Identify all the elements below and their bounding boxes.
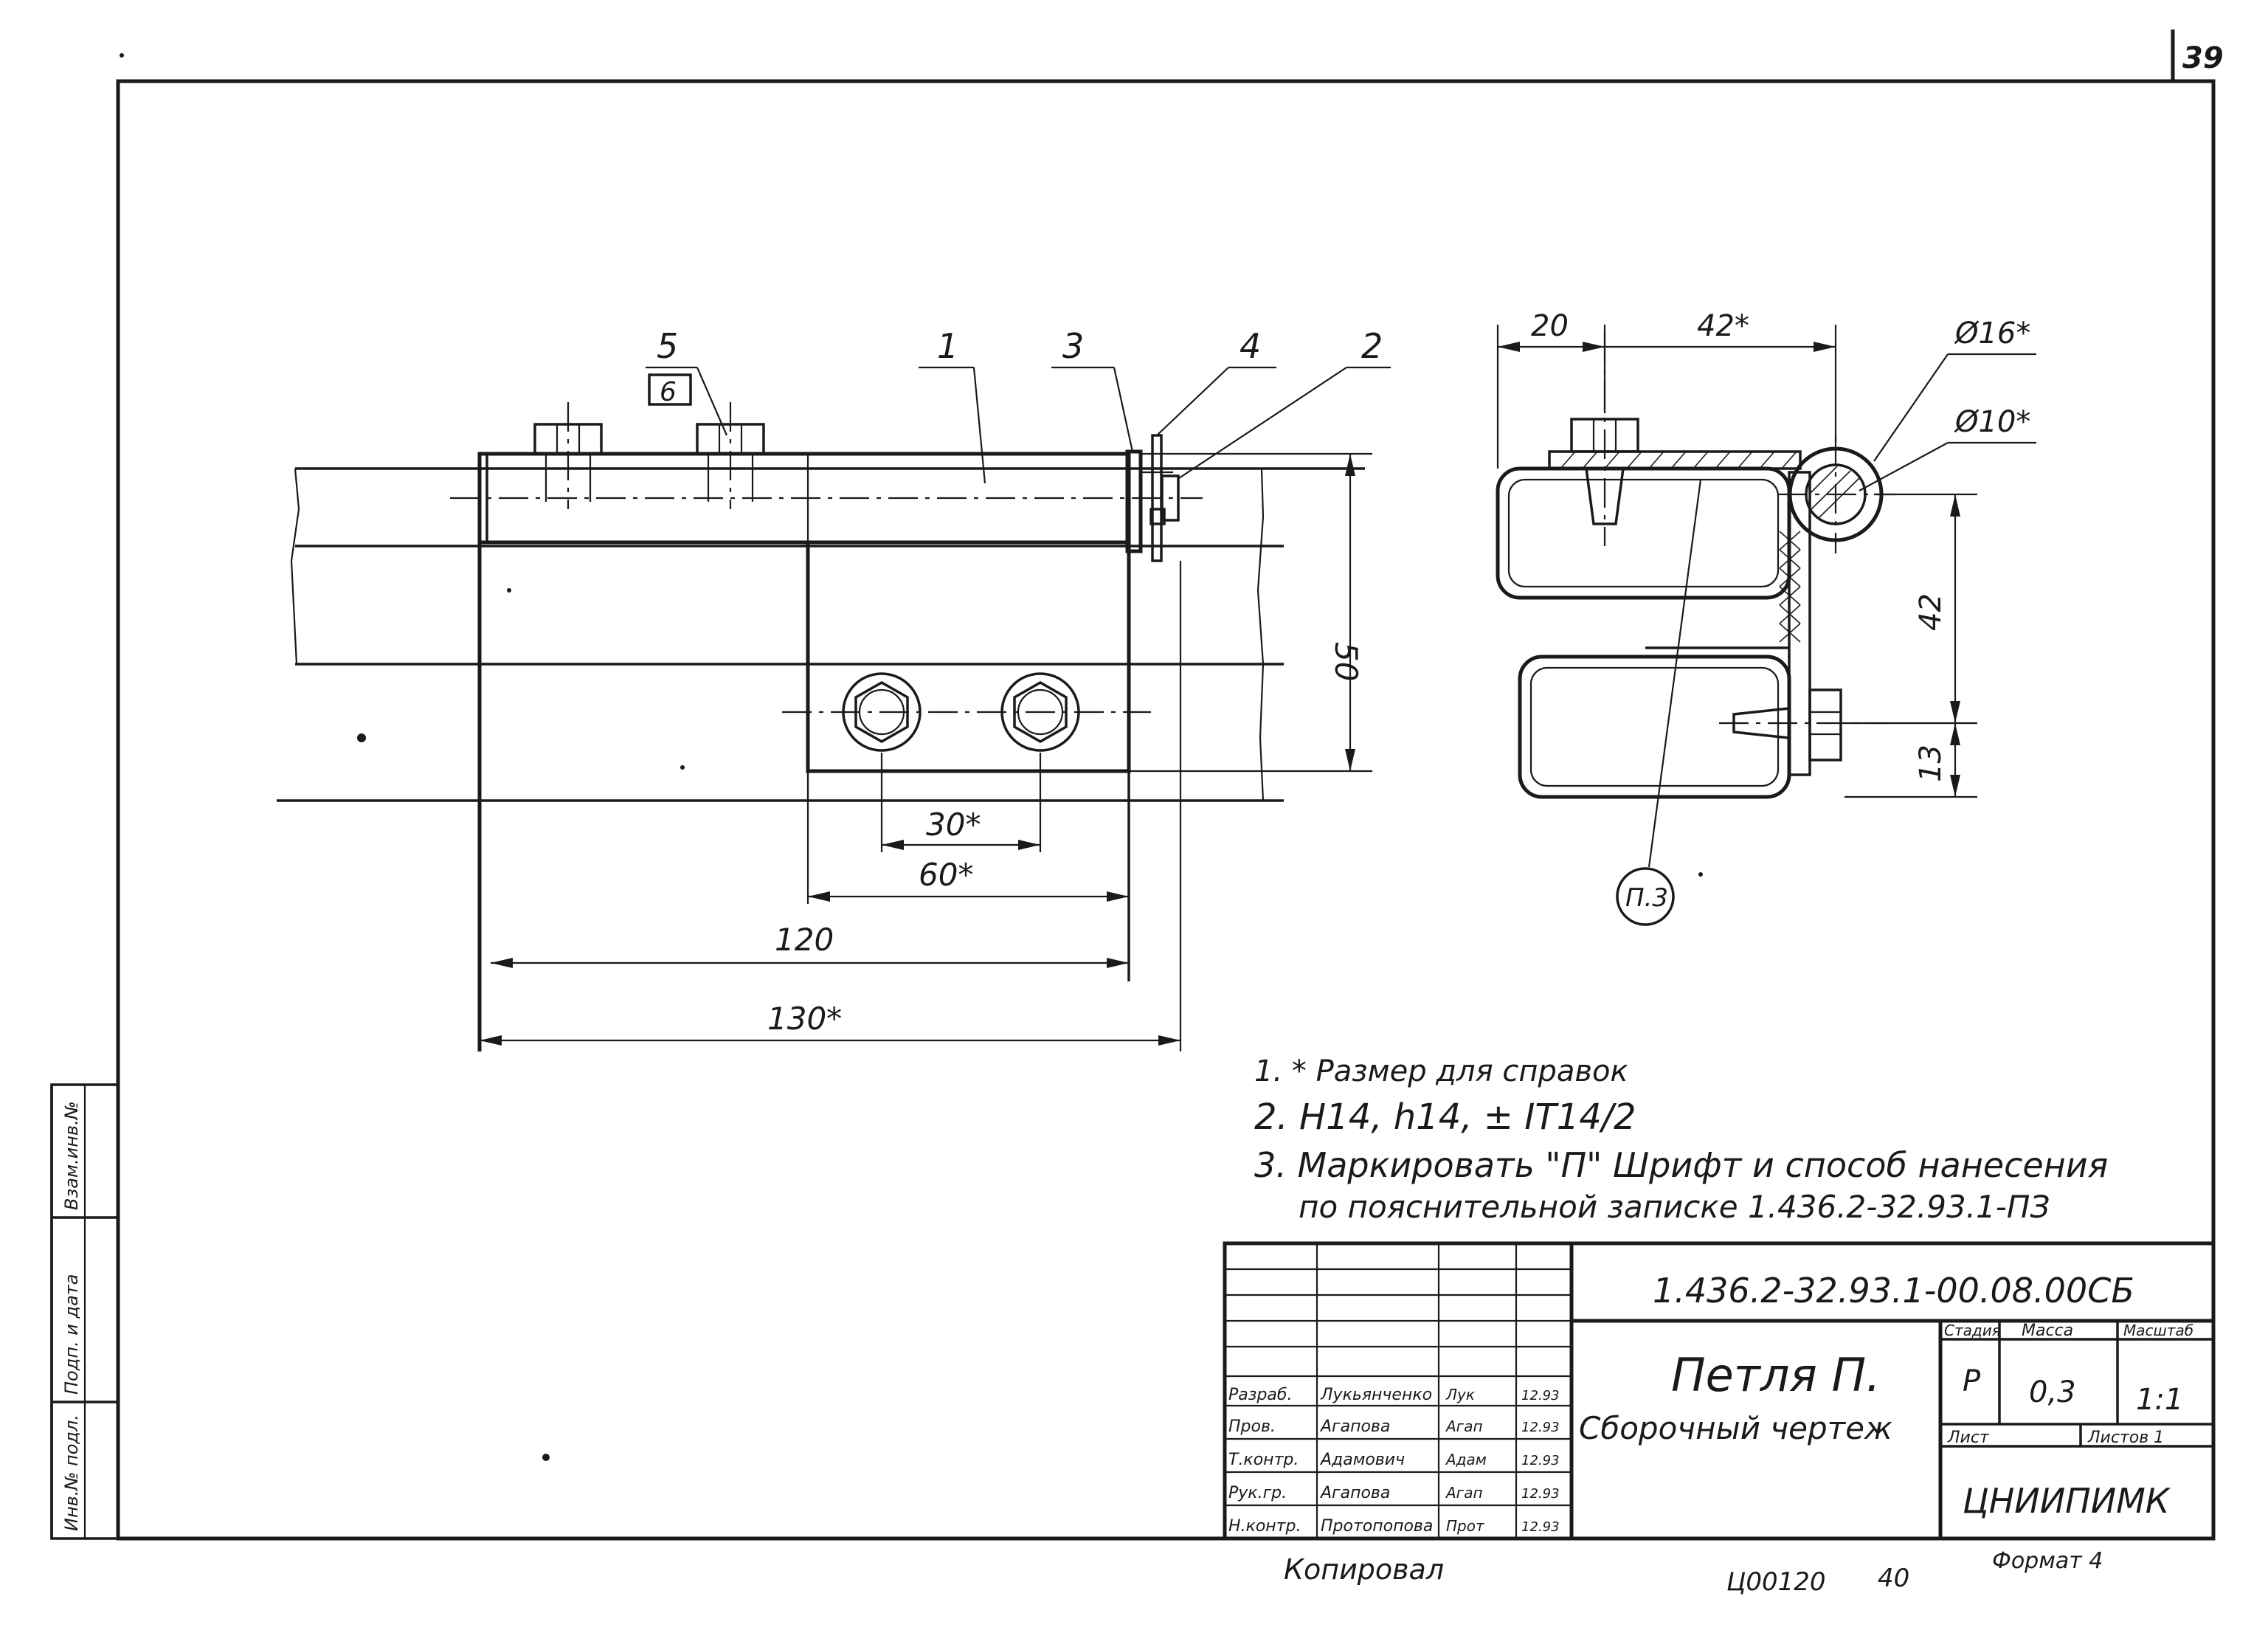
side-view: 20 42* Ø16* Ø10* 42 13 bbox=[1496, 309, 2036, 926]
title-block: Разраб. Лукьянченко Лук 12.93 Пров. Агап… bbox=[1223, 1241, 2216, 1541]
signature-row-4: Рук.гр. Агапова Агап 12.93 bbox=[1228, 1484, 1560, 1502]
side-lower-bolt bbox=[1719, 688, 1889, 762]
callout-2-label: 2 bbox=[1361, 326, 1383, 366]
document-code: 1.436.2-32.93.1-00.08.00СБ bbox=[1653, 1271, 2134, 1310]
sig-name-3: Адамович bbox=[1319, 1451, 1405, 1469]
sig-date-1: 12.93 bbox=[1521, 1388, 1560, 1403]
technical-notes: 1. * Размер для справок 2. Н14, h14, ± I… bbox=[1254, 1054, 2108, 1225]
callout-6: 6 bbox=[648, 373, 692, 407]
top-bolt-left bbox=[533, 402, 603, 509]
footer-num: 40 bbox=[1878, 1564, 1909, 1593]
sig-sign-1: Лук bbox=[1445, 1386, 1475, 1403]
sig-role-4: Рук.гр. bbox=[1228, 1484, 1287, 1502]
dim-50: 50 bbox=[1129, 452, 1372, 773]
left-side-stamp: Инв.№ подл. Подп. и дата Взам.инв.№ bbox=[50, 1083, 120, 1540]
sig-name-4: Агапова bbox=[1319, 1484, 1390, 1502]
sig-role-5: Н.контр. bbox=[1228, 1517, 1301, 1536]
dim-42-vertical: 42 13 bbox=[1845, 493, 1977, 798]
note-3: 3. Маркировать "П" Шрифт и способ нанесе… bbox=[1254, 1145, 2108, 1185]
signature-row-5: Н.контр. Протопопова Прот 12.93 bbox=[1228, 1517, 1560, 1536]
callout-3: 3 bbox=[1051, 326, 1134, 452]
dim-50-label: 50 bbox=[1328, 642, 1364, 681]
dim-diam-10-label: Ø10* bbox=[1954, 405, 2030, 439]
col-mass-label: Масса bbox=[2022, 1322, 2073, 1340]
dim-130-label: 130* bbox=[767, 1001, 842, 1037]
note-1: 1. * Размер для справок bbox=[1254, 1054, 1628, 1088]
sig-name-1: Лукьянченко bbox=[1320, 1386, 1432, 1404]
sig-sign-2: Агап bbox=[1445, 1417, 1483, 1435]
mass-value: 0,3 bbox=[2029, 1375, 2076, 1409]
sig-role-1: Разраб. bbox=[1228, 1386, 1292, 1404]
sheet-frame: 39 bbox=[116, 30, 2224, 1541]
stage-value: Р bbox=[1963, 1364, 1981, 1398]
footer: Копировал Ц00120 40 Формат 4 bbox=[1284, 1548, 2103, 1597]
signature-row-1: Разраб. Лукьянченко Лук 12.93 bbox=[1228, 1386, 1560, 1404]
title-line-1: Петля П. bbox=[1671, 1348, 1881, 1402]
sheets-label: Листов 1 bbox=[2087, 1429, 2164, 1447]
sheet-label: Лист bbox=[1947, 1429, 1990, 1447]
stamp-replace-inv: Взам.инв.№ bbox=[61, 1101, 82, 1210]
dim-30: 30* bbox=[880, 753, 1042, 852]
dim-42-top-label: 42* bbox=[1697, 309, 1749, 343]
dim-30-label: 30* bbox=[926, 807, 981, 843]
sig-date-3: 12.93 bbox=[1521, 1453, 1560, 1468]
dim-42-vertical-label: 42 bbox=[1914, 593, 1948, 631]
sig-date-5: 12.93 bbox=[1521, 1519, 1560, 1535]
plate-hatching bbox=[1560, 451, 1797, 469]
callout-5: 5 bbox=[646, 326, 728, 436]
note-2: 2. Н14, h14, ± IT14/2 bbox=[1254, 1097, 1636, 1138]
dim-13-label: 13 bbox=[1914, 745, 1948, 782]
stamp-sign-date: Подп. и дата bbox=[61, 1274, 82, 1395]
sig-sign-4: Агап bbox=[1445, 1484, 1483, 1502]
dim-diam-16-label: Ø16* bbox=[1954, 317, 2030, 350]
callout-3-label: 3 bbox=[1062, 326, 1084, 366]
copied-label: Копировал bbox=[1284, 1553, 1444, 1586]
scan-specks bbox=[120, 53, 1703, 1461]
format-label: Формат 4 bbox=[1992, 1548, 2103, 1574]
dim-60: 60* bbox=[806, 771, 1129, 904]
footer-code: Ц00120 bbox=[1726, 1567, 1826, 1597]
organization: ЦНИИПИМК bbox=[1963, 1481, 2171, 1521]
side-top-bolt bbox=[1570, 332, 1639, 546]
sig-date-4: 12.93 bbox=[1521, 1486, 1560, 1502]
sig-sign-5: Прот bbox=[1446, 1517, 1485, 1535]
callout-4: 4 bbox=[1156, 326, 1276, 436]
callout-4-label: 4 bbox=[1240, 326, 1261, 366]
dim-42-top: 42* bbox=[1605, 309, 1837, 443]
col-scale-label: Масштаб bbox=[2123, 1322, 2193, 1339]
scale-value: 1:1 bbox=[2136, 1383, 2183, 1417]
dim-20: 20 bbox=[1496, 309, 1606, 469]
weld-callout: П.3 bbox=[1616, 479, 1702, 926]
callout-6-label: 6 bbox=[660, 377, 677, 407]
dim-120: 120 bbox=[491, 922, 1129, 968]
dim-120-label: 120 bbox=[775, 922, 834, 958]
signature-row-2: Пров. Агапова Агап 12.93 bbox=[1228, 1417, 1560, 1436]
sig-role-3: Т.контр. bbox=[1228, 1451, 1299, 1469]
sig-name-2: Агапова bbox=[1319, 1417, 1390, 1436]
callout-1: 1 bbox=[919, 326, 986, 484]
dim-diam-16: Ø16* bbox=[1873, 317, 2036, 462]
col-stage-label: Стадия bbox=[1944, 1322, 2001, 1339]
callout-1-label: 1 bbox=[937, 326, 958, 366]
sig-role-2: Пров. bbox=[1228, 1417, 1276, 1436]
weld-callout-label: П.3 bbox=[1625, 883, 1668, 913]
dim-130: 130* bbox=[480, 561, 1182, 1051]
sig-date-2: 12.93 bbox=[1521, 1420, 1560, 1435]
weld-hatching bbox=[1779, 531, 1801, 643]
dim-20-label: 20 bbox=[1531, 309, 1569, 343]
signature-row-3: Т.контр. Адамович Адам 12.93 bbox=[1228, 1451, 1560, 1469]
dim-60-label: 60* bbox=[919, 857, 973, 893]
sig-sign-3: Адам bbox=[1445, 1451, 1487, 1468]
title-line-2: Сборочный чертеж bbox=[1579, 1410, 1892, 1446]
top-bolt-right bbox=[696, 402, 765, 509]
callout-5-label: 5 bbox=[657, 326, 678, 366]
note-3-cont: по пояснительной записке 1.436.2-32.93.1… bbox=[1299, 1189, 2050, 1225]
sig-name-5: Протопопова bbox=[1321, 1517, 1433, 1536]
sheet-number: 39 bbox=[2182, 41, 2224, 75]
stamp-inv-number: Инв.№ подл. bbox=[61, 1415, 82, 1531]
dim-diam-10: Ø10* bbox=[1859, 405, 2036, 491]
callout-2: 2 bbox=[1178, 326, 1391, 479]
front-view: 30* 60* 120 130* 50 bbox=[277, 326, 1391, 1051]
